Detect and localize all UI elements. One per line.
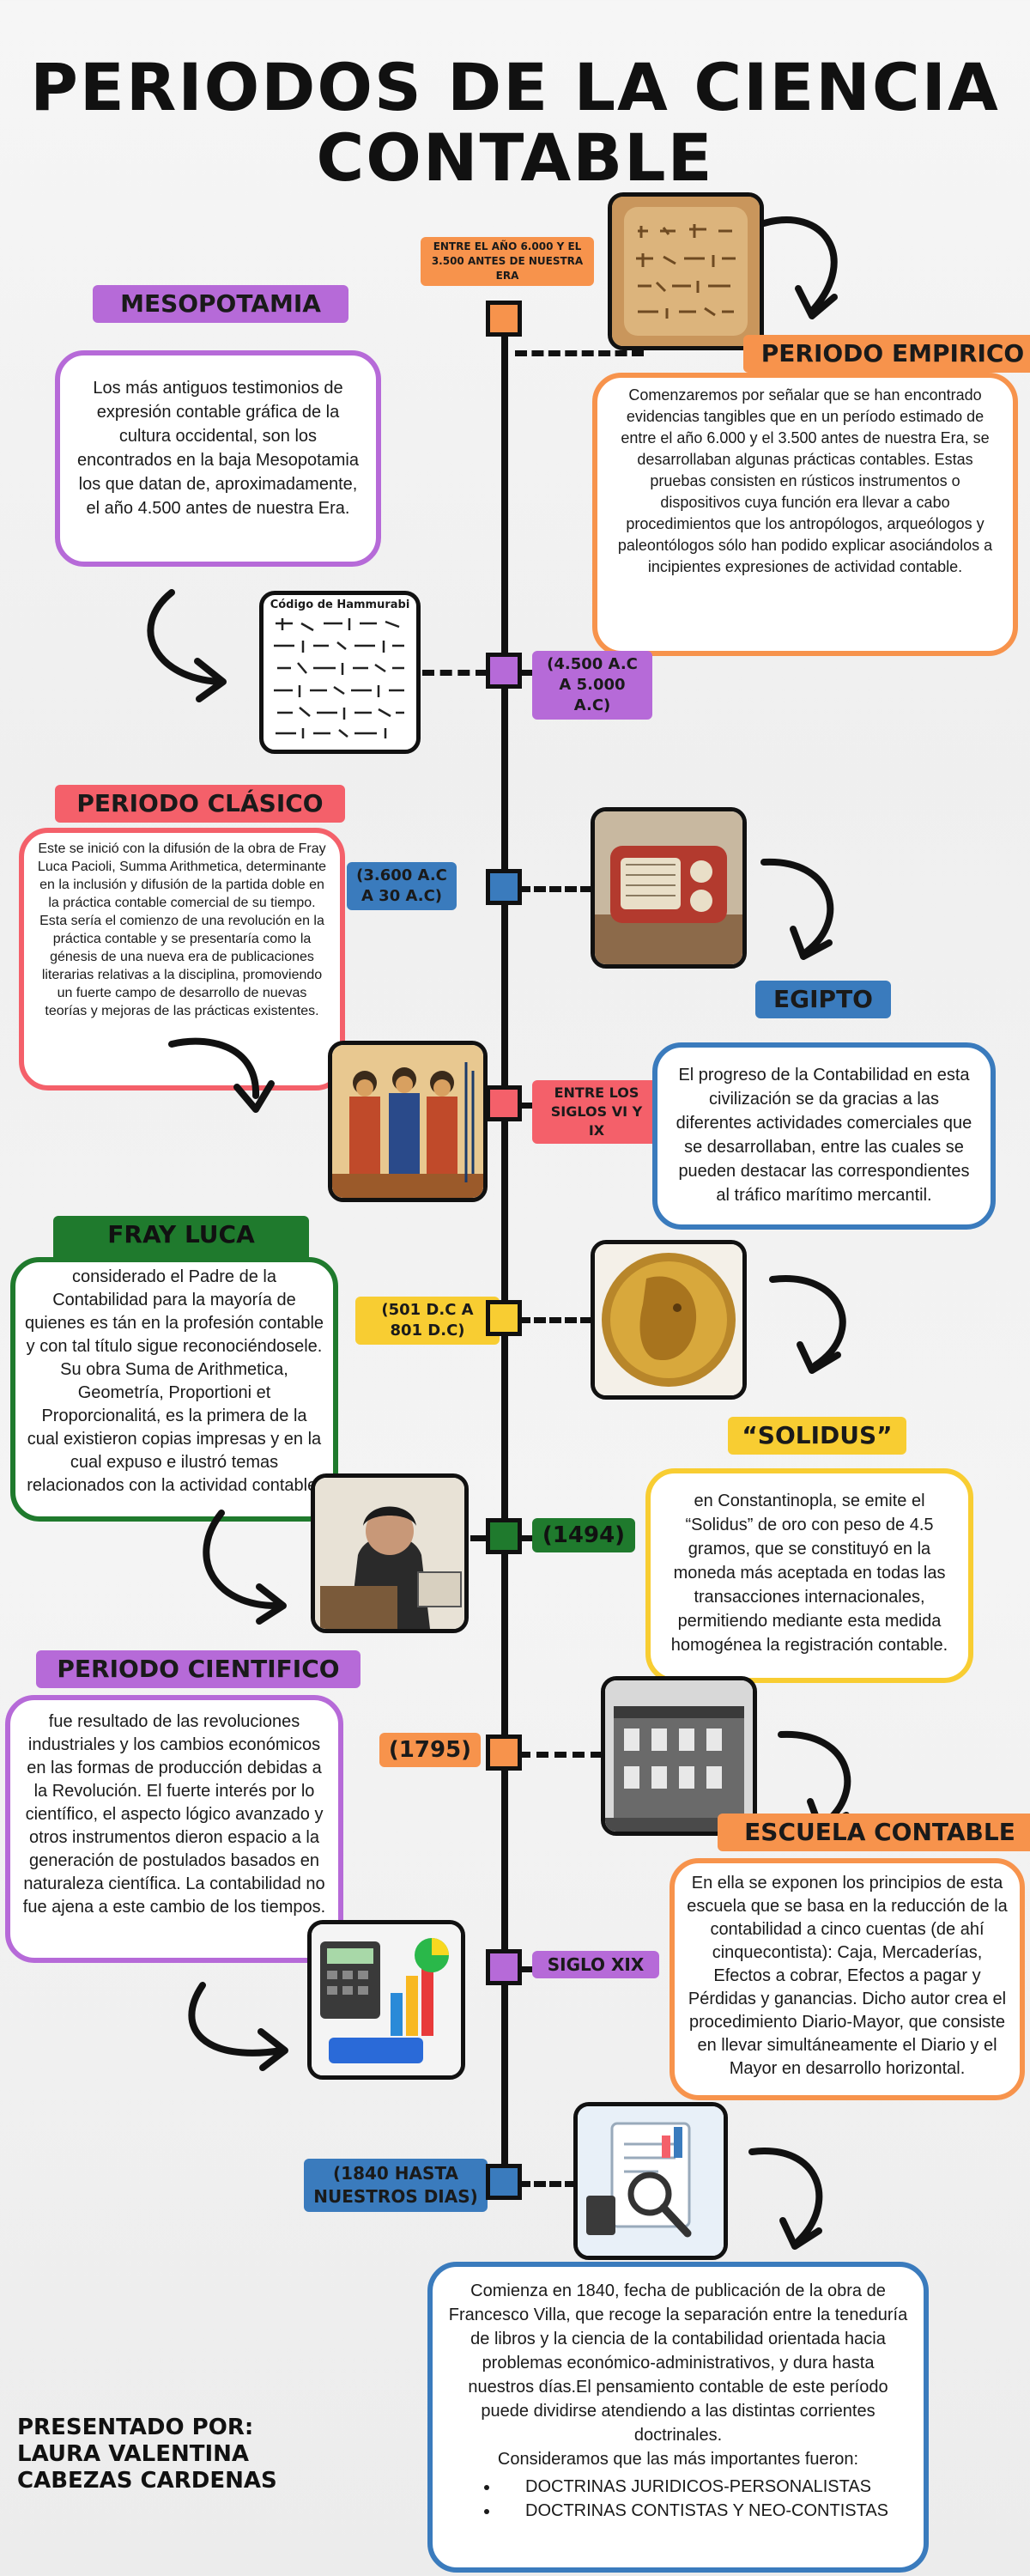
timeline-label-2: (4.500 A.C A 5.000 A.C) bbox=[532, 651, 652, 720]
clay-tablet-image bbox=[608, 192, 764, 350]
curved-arrow-icon bbox=[203, 1510, 287, 1625]
connector-dash bbox=[518, 2181, 577, 2187]
curved-arrow-icon bbox=[188, 1982, 288, 2071]
list-item: DOCTRINAS CONTISTAS Y NEO-CONTISTAS bbox=[500, 2499, 908, 2523]
historic-building-image bbox=[601, 1676, 757, 1836]
connector-dash bbox=[518, 1752, 603, 1758]
audit-documents-image bbox=[573, 2102, 728, 2260]
pacioli-portrait-image bbox=[311, 1473, 469, 1633]
heading-escuela-contable: ESCUELA CONTABLE bbox=[718, 1814, 1030, 1851]
radio-image bbox=[591, 807, 747, 969]
timeline-node-5 bbox=[486, 1300, 522, 1336]
timeline-spine bbox=[501, 318, 508, 2190]
text-box-cientifico: fue resultado de las revoluciones indust… bbox=[5, 1695, 343, 1963]
connector-dash bbox=[515, 350, 644, 356]
timeline-label-5: (501 D.C A 801 D.C) bbox=[355, 1297, 500, 1345]
curved-arrow-icon bbox=[147, 589, 227, 702]
timeline-label-4: ENTRE LOS SIGLOS VI Y IX bbox=[532, 1080, 661, 1144]
hammurabi-caption: Código de Hammurabi bbox=[270, 598, 410, 611]
heading-periodo-cientifico: PERIODO CIENTIFICO bbox=[36, 1650, 360, 1688]
connector-dash bbox=[518, 1317, 592, 1323]
heading-solidus: “SOLIDUS” bbox=[728, 1417, 906, 1455]
connector-dash bbox=[470, 1535, 488, 1541]
connector-dash bbox=[518, 670, 532, 676]
connector-dash bbox=[518, 1535, 532, 1541]
heading-mesopotamia: MESOPOTAMIA bbox=[93, 285, 348, 323]
heading-periodo-empirico: PERIODO EMPIRICO bbox=[743, 335, 1030, 373]
text-box-egipto: El progreso de la Contabilidad en esta c… bbox=[652, 1042, 996, 1230]
timeline-node-3 bbox=[486, 869, 522, 905]
text-box-empirico: Comenzaremos por señalar que se han enco… bbox=[592, 373, 1018, 656]
curved-arrow-icon bbox=[748, 2148, 823, 2250]
hammurabi-image: Código de Hammurabi bbox=[259, 591, 421, 754]
text-box-escuela: En ella se exponen los principios de est… bbox=[670, 1858, 1025, 2100]
timeline-node-4 bbox=[486, 1085, 522, 1121]
connector-dash bbox=[518, 1103, 532, 1109]
presenter-line1: PRESENTADO POR: bbox=[17, 2415, 254, 2440]
timeline-node-8 bbox=[486, 1949, 522, 1985]
list-item: DOCTRINAS JURIDICOS-PERSONALISTAS bbox=[500, 2475, 908, 2499]
curved-arrow-icon bbox=[760, 858, 834, 960]
timeline-label-8: SIGLO XIX bbox=[532, 1951, 659, 1978]
page-title-line2: CONTABLE bbox=[316, 119, 714, 196]
timeline-label-7: (1795) bbox=[379, 1733, 481, 1767]
gold-coin-image bbox=[591, 1240, 747, 1400]
presenter-line2: LAURA VALENTINA bbox=[17, 2441, 250, 2467]
page-title-line1: PERIODOS DE LA CIENCIA bbox=[30, 49, 1000, 125]
heading-periodo-clasico: PERIODO CLÁSICO bbox=[55, 785, 345, 823]
text-box-mesopotamia: Los más antiguos testimonios de expresió… bbox=[55, 350, 381, 567]
final-text: Comienza en 1840, fecha de publicación d… bbox=[448, 2281, 908, 2445]
connector-dash bbox=[422, 670, 488, 676]
doctrinas-list: DOCTRINAS JURIDICOS-PERSONALISTAS DOCTRI… bbox=[448, 2475, 908, 2523]
text-box-clasico: Este se inició con la difusión de la obr… bbox=[19, 828, 345, 1091]
timeline-label-9: (1840 HASTA NUESTROS DIAS) bbox=[304, 2159, 488, 2212]
curved-arrow-icon bbox=[168, 1037, 275, 1113]
finance-charts-image bbox=[307, 1920, 465, 2080]
text-box-final: Comienza en 1840, fecha de publicación d… bbox=[427, 2262, 929, 2573]
timeline-node-7 bbox=[486, 1735, 522, 1771]
connector-dash bbox=[518, 1966, 532, 1972]
text-box-solidus: en Constantinopla, se emite el “Solidus”… bbox=[645, 1468, 973, 1683]
presenter-line3: CABEZAS CARDENAS bbox=[17, 2468, 277, 2494]
connector-dash bbox=[518, 886, 592, 892]
heading-egipto: EGIPTO bbox=[755, 981, 891, 1018]
timeline-node-9 bbox=[486, 2164, 522, 2200]
final-intro: Consideramos que las más importantes fue… bbox=[497, 2450, 859, 2469]
timeline-label-3: (3.600 A.C A 30 A.C) bbox=[347, 862, 457, 910]
curved-arrow-icon bbox=[769, 1275, 846, 1374]
timeline-label-6: (1494) bbox=[532, 1518, 635, 1552]
timeline-label-1: ENTRE EL AÑO 6.000 Y EL 3.500 ANTES DE N… bbox=[421, 237, 594, 286]
curved-arrow-icon bbox=[760, 216, 838, 319]
text-box-pacioli: considerado el Padre de la Contabilidad … bbox=[10, 1257, 338, 1522]
timeline-node-6 bbox=[486, 1518, 522, 1554]
timeline-node-1 bbox=[486, 301, 522, 337]
egyptian-figures-image bbox=[328, 1041, 488, 1202]
timeline-node-2 bbox=[486, 653, 522, 689]
